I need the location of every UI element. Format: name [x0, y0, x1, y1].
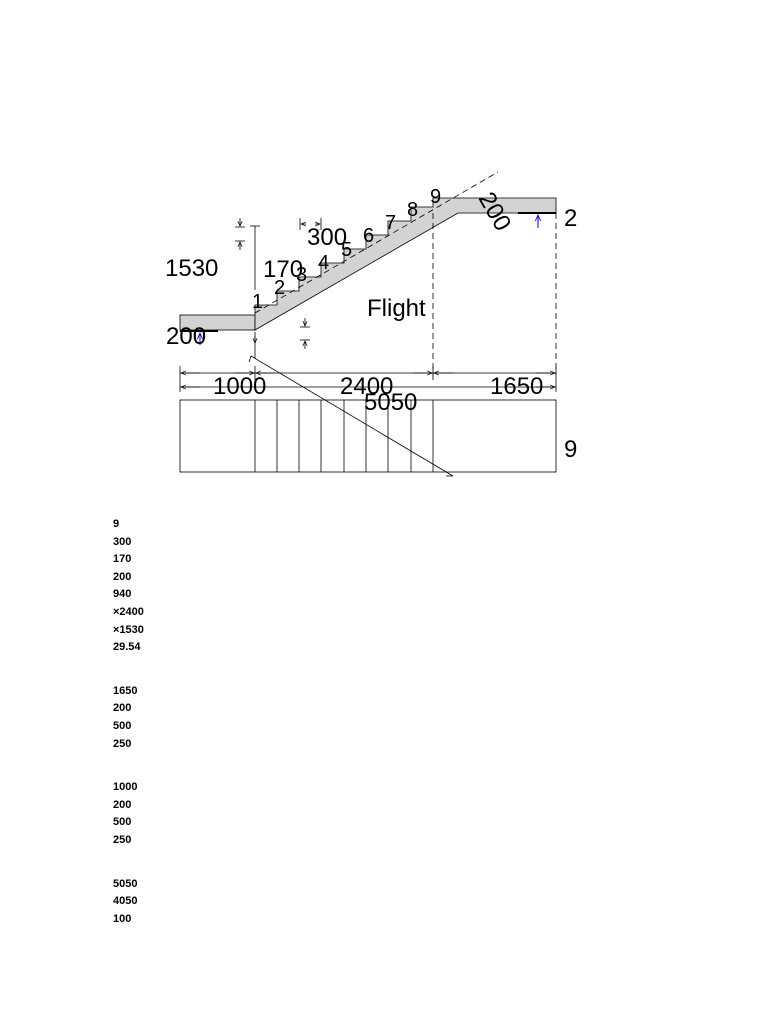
notes-group-bottom-landing: 1000 200 500 250	[113, 779, 413, 849]
note-line: 200	[113, 798, 132, 811]
span-mid-label: 2400	[340, 373, 393, 400]
note-line: 1650	[113, 684, 138, 697]
slab-incline-label: 200	[473, 188, 516, 236]
note-line: 200	[113, 570, 132, 583]
note-line: 9	[113, 518, 120, 530]
note-line: ×2400	[113, 605, 144, 618]
step-label: 8	[407, 199, 418, 221]
step-label: 4	[318, 252, 329, 274]
landing-count-label: 2	[564, 205, 577, 232]
span-right-label: 1650	[490, 373, 543, 400]
note-line: 250	[113, 833, 132, 846]
note-line: 4050	[113, 895, 138, 908]
span-total-label: 5050	[364, 389, 417, 416]
note-line: 500	[113, 719, 132, 732]
note-line: 300	[113, 535, 132, 548]
note-line: 250	[113, 737, 132, 750]
leader-arrow-top	[248, 355, 252, 363]
riser-label: 170	[263, 256, 303, 283]
leader-line	[250, 355, 454, 477]
stair-flight-section	[254, 197, 557, 331]
plan-outline	[179, 399, 557, 473]
notes-group-flight: 9 300 170 200 940 ×2400 ×1530 29.54	[113, 516, 413, 657]
step-label: 3	[296, 264, 307, 286]
flight-label: Flight	[367, 295, 426, 322]
span-left-label: 1000	[213, 373, 266, 400]
step-label: 7	[385, 212, 396, 234]
step-label: 5	[341, 239, 352, 261]
note-line: 1000	[113, 781, 138, 794]
note-line: 5050	[113, 877, 138, 890]
note-line: 500	[113, 816, 132, 829]
note-line: 29.54	[113, 641, 141, 654]
step-label: 6	[363, 225, 374, 247]
step-label: 1	[252, 291, 263, 313]
note-line: 200	[113, 702, 132, 715]
note-line: 100	[113, 912, 132, 925]
step-number-labels: 1 2 3 4 5 6 7 8 9	[252, 186, 441, 313]
notes-group-top-landing: 1650 200 500 250	[113, 683, 413, 753]
plan-count-label: 9	[564, 436, 577, 463]
staircase-section-and-plan: 1530 170 300 200 200 2 Flight 1000 2400 …	[165, 171, 577, 477]
note-line: ×1530	[113, 623, 144, 636]
plan-tread-lines	[254, 400, 434, 472]
note-line: 170	[113, 553, 132, 566]
tread-label: 300	[307, 224, 347, 251]
slab-bottom-label: 200	[166, 323, 206, 350]
step-label: 2	[274, 277, 285, 299]
note-line: 940	[113, 588, 132, 601]
slope-dashed-line	[254, 171, 499, 314]
calculation-notes: 9 300 170 200 940 ×2400 ×1530 29.54 1650…	[113, 516, 413, 954]
notes-group-total: 5050 4050 100	[113, 876, 413, 929]
step-label: 9	[430, 186, 441, 208]
riser-height-label: 1530	[165, 255, 218, 282]
